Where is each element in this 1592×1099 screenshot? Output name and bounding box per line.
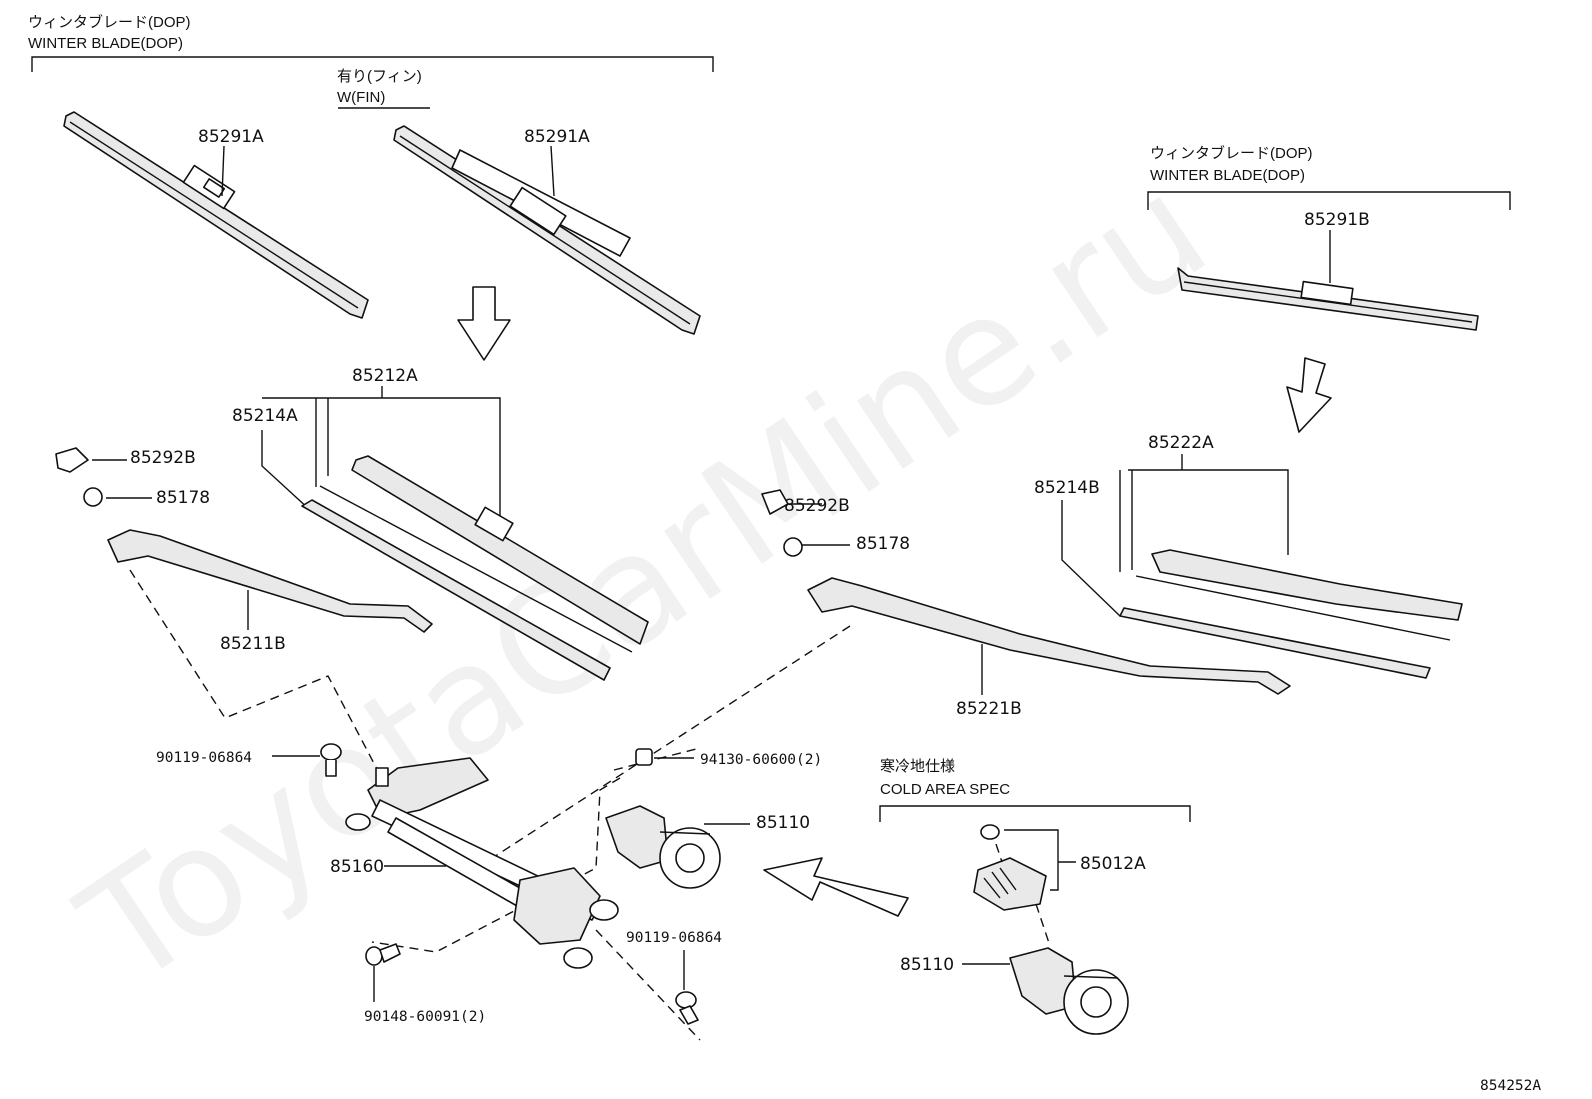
part-number-90119-top: 90119-06864 xyxy=(156,750,252,766)
dashed-line-cold-area xyxy=(995,843,1051,947)
part-number-85292b-right: 85292B xyxy=(784,496,850,516)
arrow-down-right-icon xyxy=(1286,357,1332,433)
bracket-85212a xyxy=(262,386,501,516)
wiper-linkage-85160 xyxy=(345,757,619,969)
part-number-85291a-1: 85291A xyxy=(198,127,264,147)
winter-blade-top-en-label: WINTER BLADE(DOP) xyxy=(28,35,183,52)
cold-area-jp-label: 寒冷地仕様 xyxy=(880,757,955,775)
part-number-85110-bottom: 85110 xyxy=(900,955,954,975)
part-number-85292b-left: 85292B xyxy=(130,448,196,468)
arrow-down-icon xyxy=(457,286,511,361)
bolt-90119-top xyxy=(320,743,342,777)
bolt-90148 xyxy=(365,943,401,966)
part-number-94130: 94130-60600(2) xyxy=(700,752,822,768)
part-number-85160: 85160 xyxy=(330,857,384,877)
wiper-arm-85221b xyxy=(807,577,1291,695)
wiper-blade-85212a xyxy=(301,455,649,681)
grommet-94130 xyxy=(635,748,653,766)
winter-blade-group-right: ウィンタブレード(DOP) WINTER BLADE(DOP) xyxy=(1147,144,1511,210)
with-fin-en-label: W(FIN) xyxy=(337,89,385,106)
part-number-85221b: 85221B xyxy=(956,699,1022,719)
part-number-85110-top: 85110 xyxy=(756,813,810,833)
cold-area-bracket xyxy=(879,805,1191,822)
leader-85214b xyxy=(1061,500,1121,617)
dashed-line-left-arm xyxy=(129,569,389,791)
part-number-85178-right: 85178 xyxy=(856,534,910,554)
with-fin-jp-label: 有り(フィン) xyxy=(337,68,422,85)
dashed-line-motor xyxy=(371,777,621,953)
part-number-85214b: 85214B xyxy=(1034,478,1100,498)
winter-blade-top-bracket xyxy=(31,56,714,72)
wiper-motor-85110-bottom xyxy=(1009,947,1129,1035)
wiper-cap-right xyxy=(761,489,789,515)
dashed-line-screw xyxy=(595,929,701,1041)
leader-85291a-1 xyxy=(221,145,225,197)
dashed-line-right-arm xyxy=(479,625,851,867)
bracket-85222a xyxy=(1119,454,1289,572)
wiper-motor-85110-top xyxy=(605,805,721,889)
wiper-cap-left xyxy=(55,447,89,473)
wiper-nut-left xyxy=(83,487,103,507)
winter-blade-right-jp-label: ウィンタブレード(DOP) xyxy=(1150,144,1313,162)
winter-blade-right-bracket xyxy=(1147,191,1511,210)
illustration-id: 854252A xyxy=(1480,1078,1541,1094)
part-number-85178-left: 85178 xyxy=(156,488,210,508)
wiper-nut-right xyxy=(783,537,803,557)
wiper-arm-85211b xyxy=(107,529,433,633)
cold-area-en-label: COLD AREA SPEC xyxy=(880,781,1010,798)
part-number-85012a: 85012A xyxy=(1080,854,1146,874)
winter-blade-group-top: ウィンタブレード(DOP) WINTER BLADE(DOP) 有り(フィン) … xyxy=(28,13,714,109)
winter-blade-right-en-label: WINTER BLADE(DOP) xyxy=(1150,167,1305,184)
arrow-left-icon xyxy=(763,857,909,917)
winter-blade-85291a-fin xyxy=(393,125,701,335)
bracket-85012a xyxy=(1004,829,1076,891)
part-number-85291b: 85291B xyxy=(1304,210,1370,230)
winter-blade-top-jp-label: ウィンタブレード(DOP) xyxy=(28,13,191,31)
wiper-blade-85222a xyxy=(1119,549,1463,679)
part-number-85222a: 85222A xyxy=(1148,433,1214,453)
leader-85291a-2 xyxy=(550,145,555,197)
part-number-90119-bottom: 90119-06864 xyxy=(626,930,722,946)
cold-area-spec-group: 寒冷地仕様 COLD AREA SPEC xyxy=(879,757,1191,822)
winter-blade-85291b xyxy=(1177,267,1479,331)
part-number-85214a: 85214A xyxy=(232,406,298,426)
part-number-90148: 90148-60091(2) xyxy=(364,1009,486,1025)
winter-blade-85291a-left xyxy=(63,111,369,319)
part-number-85211b: 85211B xyxy=(220,634,286,654)
part-number-85212a: 85212A xyxy=(352,366,418,386)
leader-85214a xyxy=(261,430,311,511)
cold-area-cover-85012a xyxy=(973,824,1047,911)
part-number-85291a-2: 85291A xyxy=(524,127,590,147)
bolt-90119-bottom xyxy=(675,991,699,1025)
